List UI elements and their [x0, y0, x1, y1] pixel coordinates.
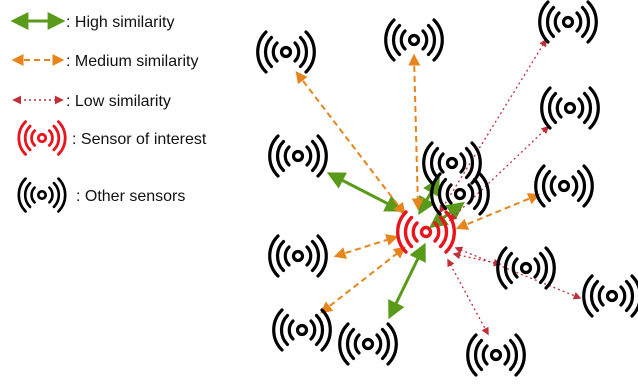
edge-medium — [408, 53, 424, 211]
legend-medium-label: : Medium similarity — [66, 53, 198, 70]
sensor-icon — [268, 234, 328, 278]
sensor-of-interest-icon — [17, 120, 67, 156]
sensor-icon — [384, 18, 444, 62]
connections — [295, 38, 582, 336]
sensor-icon — [538, 0, 598, 44]
edge-high — [388, 242, 426, 320]
legend-other-row: : Other sensors — [17, 177, 185, 213]
legend-low-row: : Low similarity — [12, 93, 171, 110]
legend-high-label: : High similarity — [66, 14, 174, 31]
edge-low — [452, 251, 502, 267]
legend-interest-label: : Sensor of interest — [72, 131, 207, 148]
sensor-of-interest-icon — [396, 210, 456, 254]
sensor-icon — [272, 308, 332, 352]
legend-high-row: : High similarity — [10, 12, 174, 31]
sensor-icon — [540, 86, 600, 130]
sensor-icon — [338, 322, 398, 366]
sensor-icon — [268, 134, 328, 178]
edge-low — [448, 125, 550, 222]
edge-medium — [320, 246, 406, 314]
legend-other-label: : Other sensors — [76, 188, 185, 205]
sensor-icon — [422, 141, 482, 185]
other-sensor-icon — [17, 177, 67, 213]
sensor-icon — [466, 333, 526, 377]
edge-low — [439, 38, 547, 214]
legend-medium-row: : Medium similarity — [11, 53, 198, 70]
sensor-icon — [496, 246, 556, 290]
edge-low — [454, 246, 582, 300]
sensor-icon — [534, 164, 594, 208]
legend: : High similarity : Medium similarity : … — [10, 12, 207, 213]
edge-medium — [333, 234, 399, 259]
legend-interest-row: : Sensor of interest — [17, 120, 207, 156]
sensor-icon — [430, 172, 490, 216]
sensor-icon — [256, 30, 316, 74]
edge-low — [447, 258, 489, 336]
sensor-icon — [582, 274, 638, 318]
edge-high — [326, 172, 404, 212]
sensors — [256, 0, 638, 377]
legend-low-label: : Low similarity — [66, 93, 171, 110]
